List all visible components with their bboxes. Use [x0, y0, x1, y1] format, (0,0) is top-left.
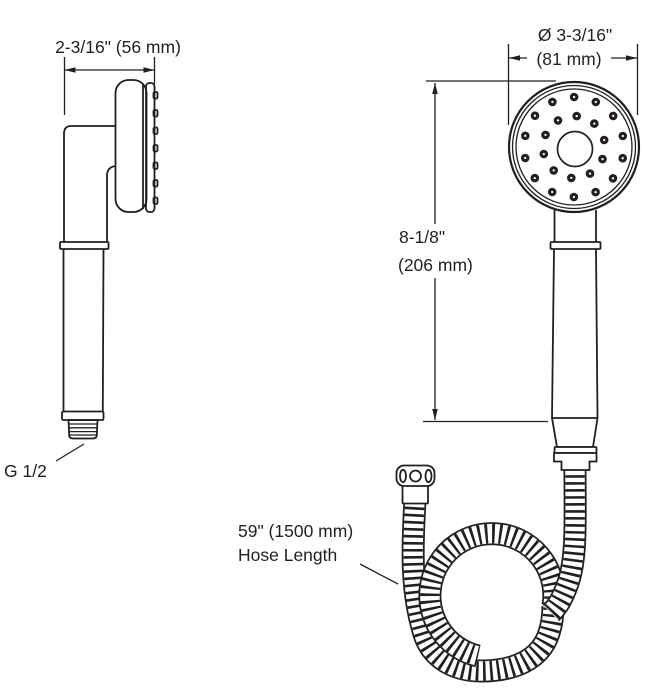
- hose-connector-nut: [553, 452, 598, 471]
- handle-end-cap: [61, 410, 105, 421]
- side-view: 2-3/16" (56 mm): [4, 37, 181, 481]
- handle-collar-side: [59, 241, 110, 250]
- arrowhead-right: [626, 55, 637, 61]
- handle-inner-edge: [106, 165, 116, 242]
- arrowhead-left: [64, 67, 76, 73]
- fitting-collar: [401, 484, 429, 505]
- fitting-nut: [395, 464, 436, 487]
- hose-length-label-line2: Hose Length: [238, 545, 337, 565]
- hose-end-fitting: [395, 464, 436, 505]
- showerhead-face: [507, 80, 641, 214]
- arrowhead-right: [143, 67, 155, 73]
- hose-connector-taper: [550, 417, 599, 448]
- face-outer-ring: [507, 80, 641, 214]
- width-dimension-label: 2-3/16" (56 mm): [55, 37, 181, 57]
- width-dimension: 2-3/16" (56 mm): [55, 37, 181, 115]
- thread-tip: [67, 419, 99, 440]
- diameter-dimension: Ø 3-3/16" (81 mm): [507, 25, 639, 125]
- arrowhead-bottom: [432, 409, 438, 420]
- center-cap: [556, 130, 594, 168]
- height-dimension: 8-1/8" (206 mm): [394, 80, 556, 423]
- handle-front: [549, 210, 602, 471]
- handle-lower-right-edge: [101, 248, 105, 412]
- arrowhead-left: [509, 55, 520, 61]
- fitting-hole-left: [399, 468, 407, 484]
- fitting-hole-center: [409, 469, 422, 483]
- handle-top-edge: [63, 125, 116, 135]
- head-body-outline: [114, 79, 148, 213]
- showerhead-side: G 1/2: [4, 79, 159, 481]
- thread-leader-line: [55, 443, 85, 462]
- handle-collar-front: [549, 241, 602, 250]
- diameter-label-line2: (81 mm): [536, 49, 601, 69]
- front-view: Ø 3-3/16" (81 mm) 8-1/8" (206 mm): [394, 25, 641, 471]
- hose-length-label-line1: 59" (1500 mm): [238, 521, 353, 541]
- hose-right-segment: [542, 467, 587, 622]
- thread-size-label: G 1/2: [4, 461, 47, 481]
- faceplate-edge: [145, 82, 156, 213]
- handle-front-left-edge: [551, 248, 555, 419]
- height-label-line2: (206 mm): [398, 255, 473, 275]
- arrowhead-top: [432, 83, 438, 94]
- hose-coil: [395, 464, 587, 683]
- hose-loop: [418, 522, 566, 668]
- hose-leader-line: [359, 563, 399, 585]
- hose-length-callout: 59" (1500 mm) Hose Length: [238, 521, 399, 585]
- hose-left-segment: [401, 499, 565, 683]
- nozzle-dots: [520, 92, 628, 202]
- handle-front-right-edge: [595, 248, 599, 419]
- diameter-label-line1: Ø 3-3/16": [538, 25, 612, 45]
- height-label-line1: 8-1/8": [399, 227, 445, 247]
- nozzle-bumps-side: [152, 91, 159, 205]
- face-middle-ring: [511, 84, 637, 210]
- fitting-hole-right: [424, 468, 433, 484]
- face-inner-ring: [515, 88, 633, 206]
